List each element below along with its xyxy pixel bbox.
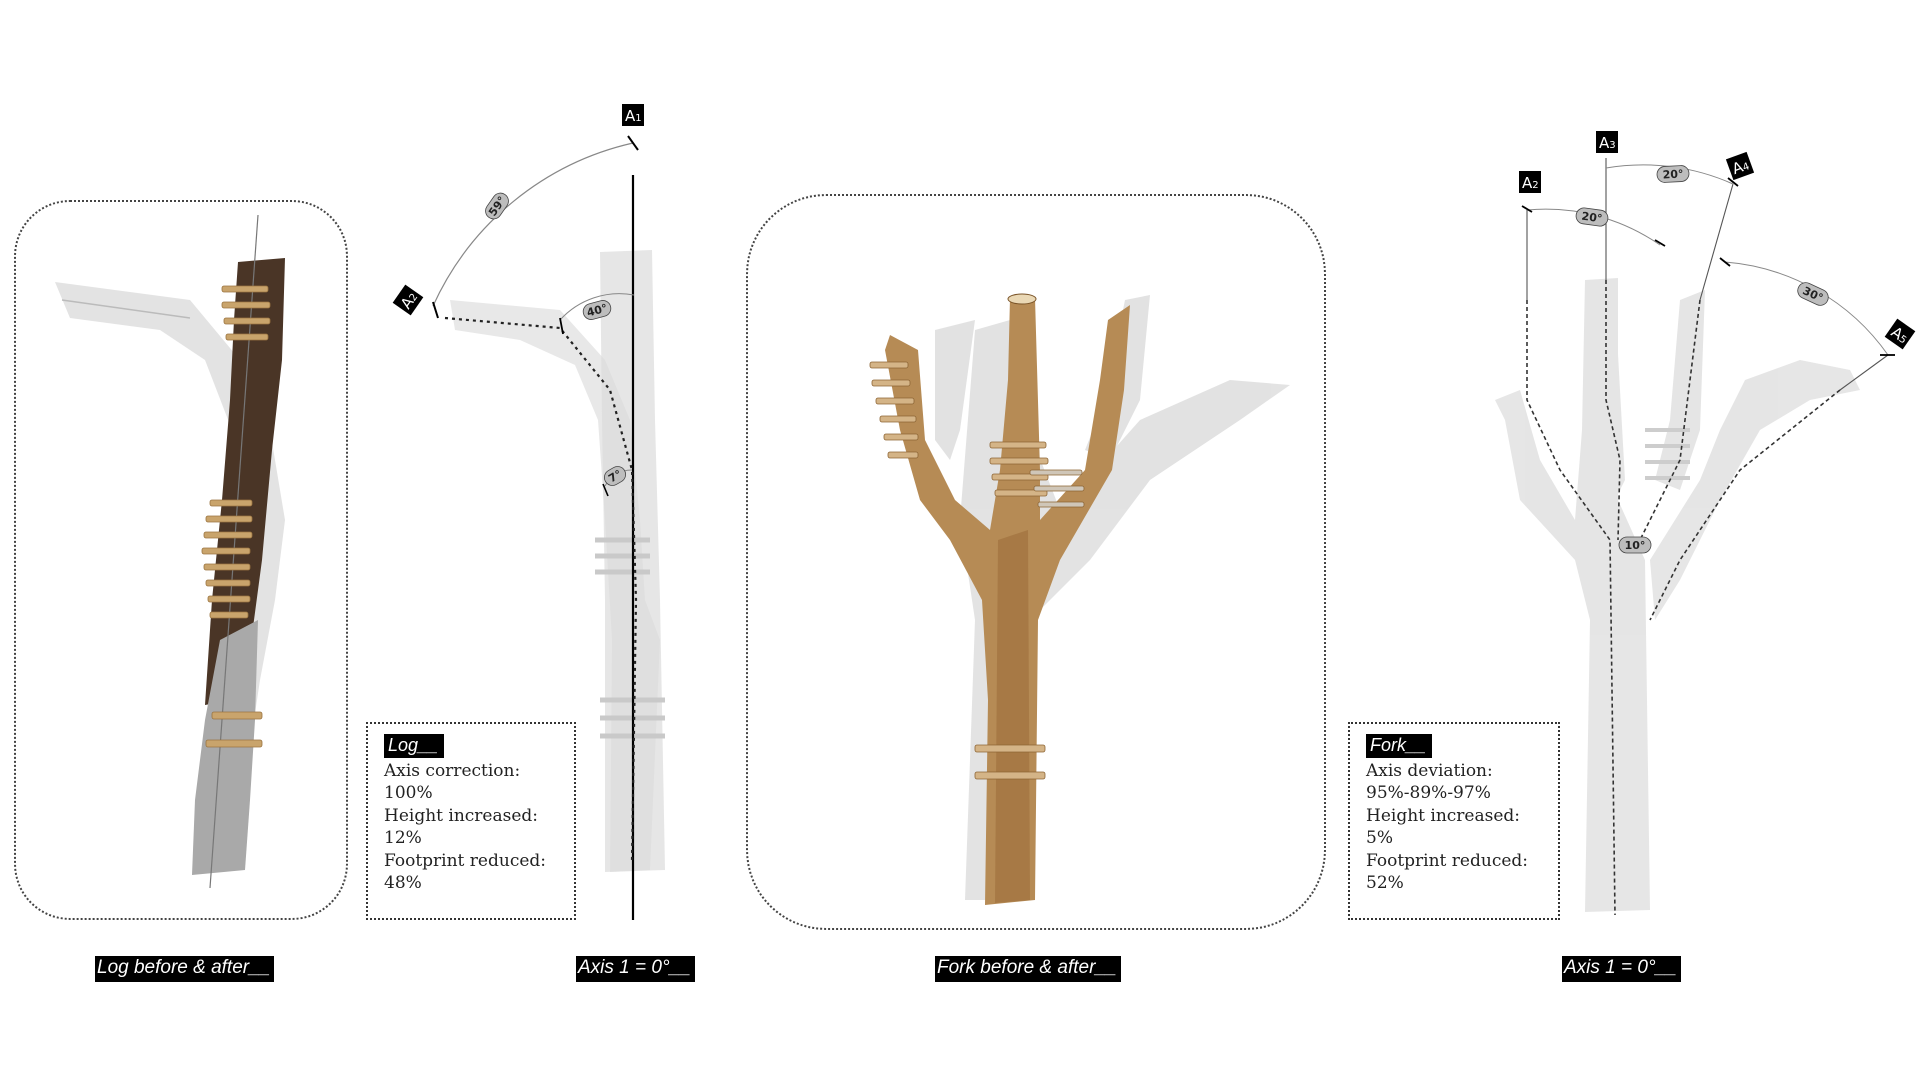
svg-text:20°: 20° bbox=[1662, 167, 1683, 181]
log-arc-59 bbox=[432, 142, 634, 307]
log-info-tag: Log__ bbox=[384, 734, 445, 758]
fork-caption: Fork before & after__ bbox=[935, 956, 1121, 982]
fork-height-value: 5% bbox=[1366, 828, 1393, 848]
fork-info-tag: Fork__ bbox=[1366, 734, 1433, 758]
fork-axis-label-a5: A5 bbox=[1884, 318, 1916, 350]
fork-axis-ghost bbox=[1495, 278, 1860, 912]
fork-axis-caption: Axis 1 = 0°__ bbox=[1562, 956, 1681, 982]
fork-height-label: Height increased: bbox=[1366, 805, 1521, 826]
fork-footprint-label: Footprint reduced: bbox=[1366, 850, 1529, 871]
fork-pill-10: 10° bbox=[1618, 536, 1652, 554]
fork-axis-label-a2: A2 bbox=[1519, 171, 1541, 193]
log-axis-caption: Axis 1 = 0°__ bbox=[576, 956, 695, 982]
axis-deviation-label: Axis deviation: bbox=[1366, 760, 1493, 781]
fork-arc-a4-a5 bbox=[1724, 261, 1889, 356]
log-gray-shape bbox=[192, 620, 258, 875]
log-pill-7: 7° bbox=[604, 466, 626, 486]
log-pegs bbox=[201, 285, 271, 748]
svg-text:40°: 40° bbox=[585, 302, 608, 320]
svg-text:A3: A3 bbox=[1599, 134, 1616, 152]
log-arc-40 bbox=[559, 293, 635, 321]
fork-wood-shade bbox=[995, 530, 1030, 903]
axis-correction-value: 100% bbox=[384, 783, 433, 803]
fork-axis-label-a3: A3 bbox=[1596, 131, 1618, 153]
log-caption: Log before & after__ bbox=[95, 956, 275, 982]
fork-pill-20-b: 20° bbox=[1656, 165, 1690, 183]
axis-deviation-value: 95%-89%-97% bbox=[1366, 783, 1491, 803]
log-axis-label-a2: A2 bbox=[392, 284, 424, 316]
fork-cut-top bbox=[1007, 293, 1037, 305]
svg-text:A1: A1 bbox=[625, 107, 642, 125]
fork-axis-pegs bbox=[1645, 428, 1690, 480]
fork-footprint-value: 52% bbox=[1366, 873, 1404, 893]
log-info-box: Log__ Axis correction: 100% Height incre… bbox=[366, 722, 576, 920]
log-pill-40: 40° bbox=[582, 300, 612, 320]
log-axis-label-a1: A1 bbox=[622, 104, 644, 126]
svg-text:7°: 7° bbox=[606, 468, 624, 486]
fork-info-box: Fork__ Axis deviation: 95%-89%-97% Heigh… bbox=[1348, 722, 1560, 920]
log-height-value: 12% bbox=[384, 828, 422, 848]
svg-text:20°: 20° bbox=[1581, 210, 1603, 226]
axis-correction-label: Axis correction: bbox=[384, 760, 521, 781]
log-render-frame bbox=[14, 200, 348, 920]
fork-axis-lines bbox=[1526, 158, 1889, 391]
svg-text:A2: A2 bbox=[1522, 174, 1539, 192]
fork-render-frame bbox=[746, 194, 1326, 930]
log-height-label: Height increased: bbox=[384, 805, 539, 826]
svg-text:A4: A4 bbox=[1730, 156, 1752, 179]
fork-axis-label-a4: A4 bbox=[1725, 151, 1755, 181]
fork-axis-dashed bbox=[1526, 280, 1841, 916]
svg-text:10°: 10° bbox=[1625, 539, 1646, 552]
log-footprint-value: 48% bbox=[384, 873, 422, 893]
fork-pill-30: 30° bbox=[1797, 282, 1829, 306]
fork-pill-20-a: 20° bbox=[1575, 207, 1609, 227]
fork-pegs bbox=[869, 361, 1085, 780]
log-bark-shape bbox=[205, 258, 285, 705]
log-ghost-centerline bbox=[61, 299, 191, 319]
log-footprint-label: Footprint reduced: bbox=[384, 850, 547, 871]
